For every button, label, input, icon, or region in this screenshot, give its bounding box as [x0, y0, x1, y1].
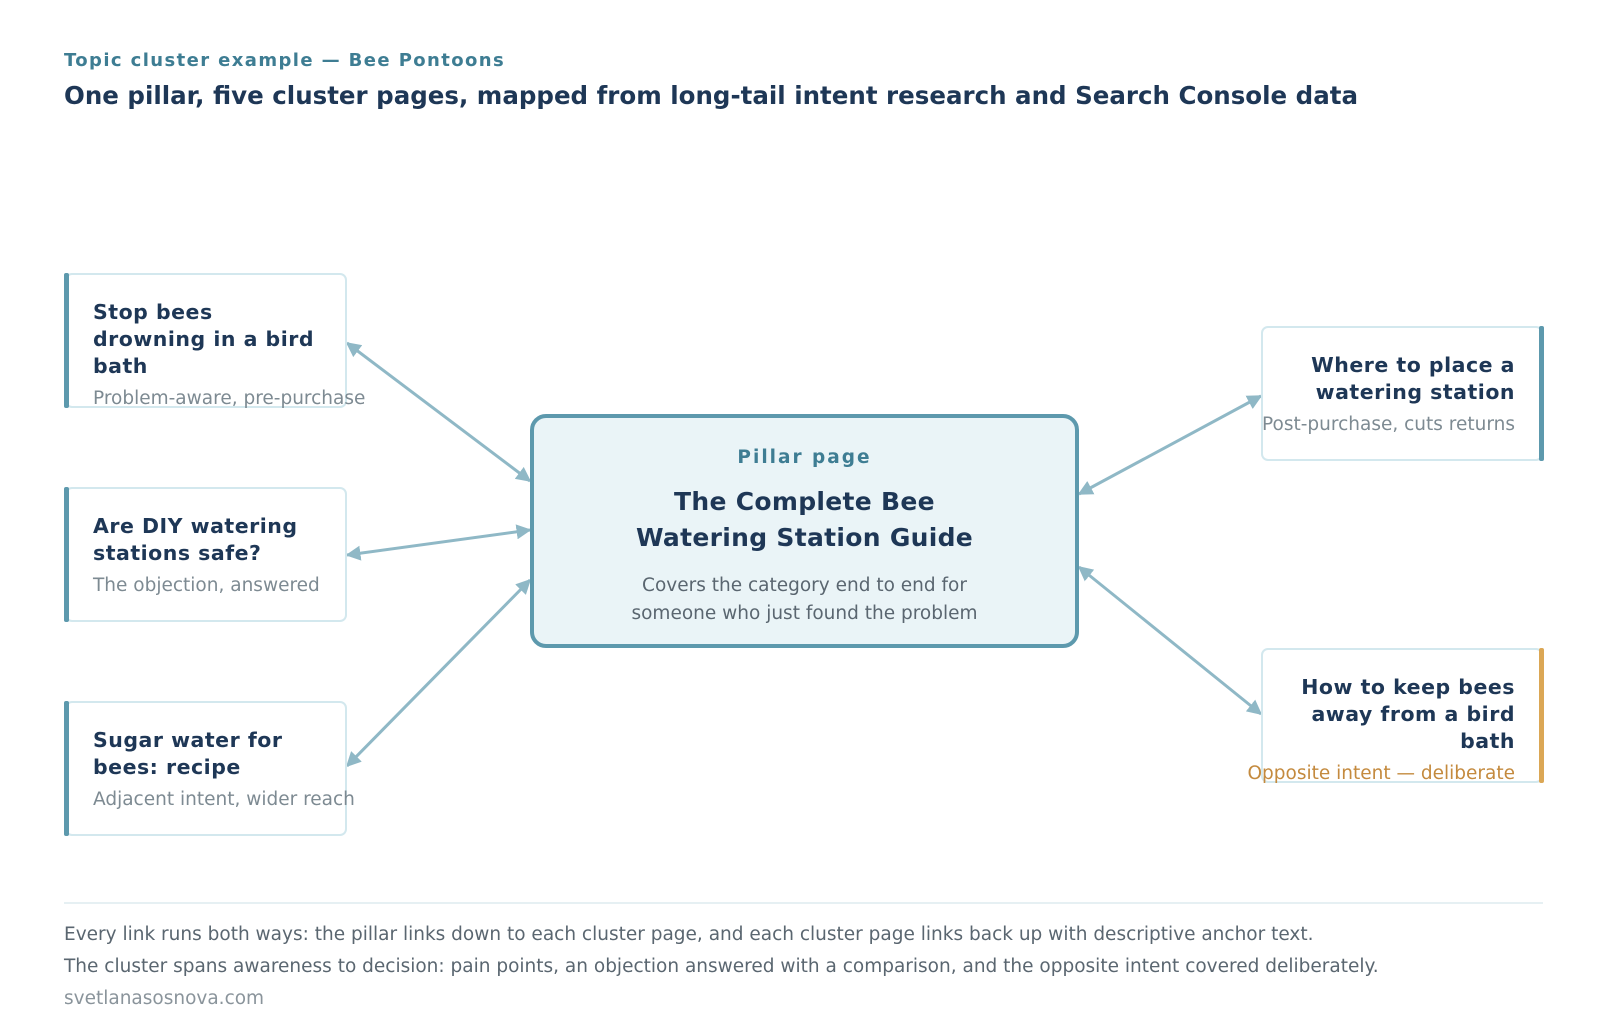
- link-stop-bees: [345, 341, 532, 483]
- cluster-card-placement: Where to place a watering station Post-p…: [1261, 326, 1544, 461]
- footer-source: svetlanasosnova.com: [64, 988, 265, 1009]
- cluster-card-diy-safe: Are DIY watering stations safe? The obje…: [64, 487, 347, 622]
- cluster-title: How to keep bees away from a bird bath: [1301, 675, 1515, 753]
- cluster-intent: Adjacent intent, wider reach: [93, 789, 355, 810]
- cluster-intent: Problem-aware, pre-purchase: [93, 388, 366, 409]
- link-sugar-water: [345, 578, 532, 768]
- footer-divider: [64, 902, 1543, 904]
- footer-note-links: Every link runs both ways: the pillar li…: [64, 924, 1314, 945]
- footer-note-intent: The cluster spans awareness to decision:…: [64, 956, 1379, 977]
- cluster-card-keep-away: How to keep bees away from a bird bath O…: [1247, 648, 1544, 784]
- cluster-intent: The objection, answered: [93, 575, 320, 596]
- cluster-intent: Post-purchase, cuts returns: [1262, 414, 1515, 435]
- pillar-title: The Complete Bee Watering Station Guide: [635, 487, 974, 552]
- link-placement: [1077, 394, 1263, 496]
- cluster-title: Stop bees drowning in a bird bath: [93, 300, 315, 378]
- pillar-description: Covers the category end to end for someo…: [631, 575, 978, 624]
- cluster-title: Sugar water for bees: recipe: [93, 728, 283, 779]
- cluster-card-stop-drowning: Stop bees drowning in a bird bath Proble…: [64, 273, 366, 409]
- link-keep-away: [1077, 565, 1263, 716]
- link-diy-safe: [345, 524, 532, 561]
- pillar-label: Pillar page: [737, 447, 872, 468]
- pillar-card: Pillar page The Complete Bee Watering St…: [530, 414, 1079, 648]
- cluster-title: Where to place a watering station: [1311, 353, 1515, 404]
- cluster-intent-warning: Opposite intent — deliberate: [1247, 763, 1515, 784]
- cluster-card-sugar-water: Sugar water for bees: recipe Adjacent in…: [64, 701, 355, 836]
- diagram-headline: One pillar, five cluster pages, mapped f…: [64, 81, 1359, 110]
- cluster-title: Are DIY watering stations safe?: [93, 514, 298, 565]
- eyebrow-label: Topic cluster example — Bee Pontoons: [64, 50, 506, 71]
